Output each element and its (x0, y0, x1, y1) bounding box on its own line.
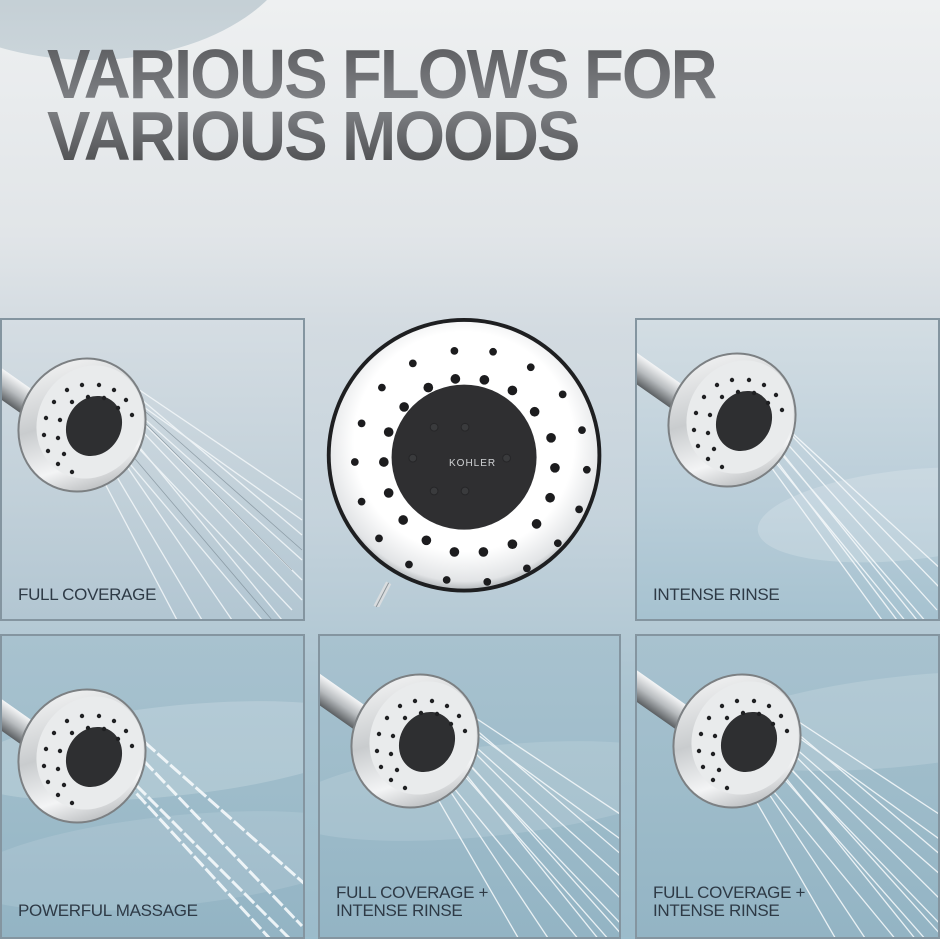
panel-label: FULL COVERAGE (18, 585, 157, 604)
panel-full-coverage: FULL COVERAGE (0, 318, 305, 621)
page-headline: VARIOUS FLOWS FOR VARIOUS MOODS (47, 43, 716, 167)
panel-label: POWERFUL MASSAGE (18, 901, 198, 920)
shower-head-intense-rinse-image (637, 323, 938, 619)
panel-full-coverage-intense-rinse: FULL COVERAGE + INTENSE RINSE (318, 634, 621, 939)
shower-head-combo-image (320, 644, 619, 937)
headline-line-2: VARIOUS MOODS (47, 97, 579, 175)
panel-label-combo: FULL COVERAGE + INTENSE RINSE (336, 884, 488, 920)
kohler-logo: KOHLER (449, 458, 497, 469)
panel-powerful-massage: POWERFUL MASSAGE (0, 634, 305, 939)
panel-label-line-1: FULL COVERAGE + (336, 883, 489, 902)
panel-label-line-1: FULL COVERAGE + (653, 883, 806, 902)
shower-head-powerful-massage-image (2, 659, 303, 937)
headline-line-1: VARIOUS FLOWS FOR (47, 35, 716, 113)
panel-label-combo: FULL COVERAGE + INTENSE RINSE (653, 884, 805, 920)
panel-full-coverage-intense-rinse-2: FULL COVERAGE + INTENSE RINSE (635, 634, 940, 939)
shower-head-combo-image-2 (637, 644, 938, 937)
shower-head-front-view-image (326, 317, 602, 607)
panel-label: INTENSE RINSE (653, 585, 780, 604)
shower-head-full-coverage-image (2, 328, 303, 619)
panel-label-line-2: INTENSE RINSE (336, 901, 463, 920)
panel-intense-rinse: INTENSE RINSE (635, 318, 940, 621)
panel-label-line-2: INTENSE RINSE (653, 901, 780, 920)
